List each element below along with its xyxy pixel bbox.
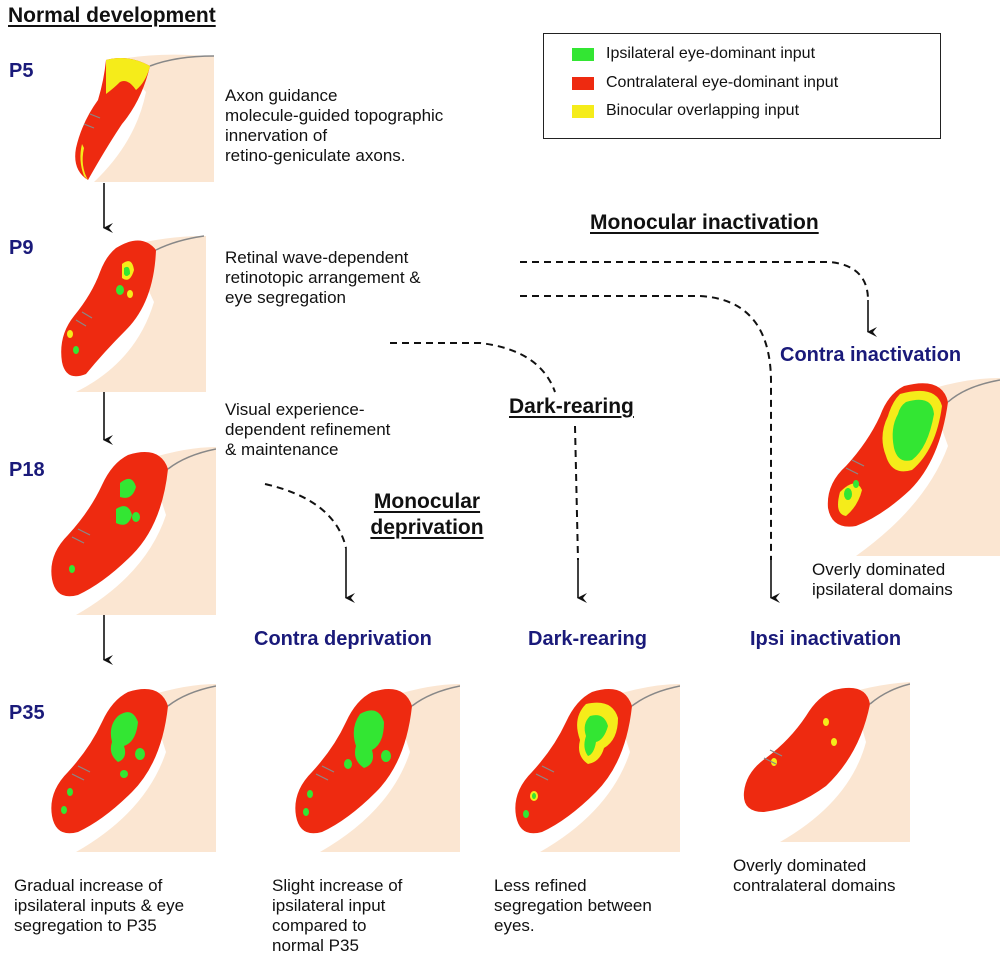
- lgn-ipsi-inactivation: [730, 682, 910, 842]
- heading-monocular-deprivation-line2: deprivation: [370, 516, 484, 539]
- lgn-p18: [36, 445, 216, 615]
- desc-p18-line: dependent refinement: [225, 420, 391, 439]
- caption-line: compared to: [272, 916, 367, 935]
- caption-ipsi-inactivation: Overly dominated contralateral domains: [733, 856, 896, 896]
- age-label-p5: P5: [9, 60, 34, 82]
- heading-monocular-inactivation: Monocular inactivation: [590, 211, 819, 234]
- caption-line: normal P35: [272, 936, 359, 955]
- desc-p5-line: molecule-guided topographic: [225, 106, 444, 125]
- legend-label-contralateral: Contralateral eye-dominant input: [606, 74, 839, 91]
- caption-contra-inactivation: Overly dominated ipsilateral domains: [812, 560, 953, 600]
- age-label-p35: P35: [9, 702, 45, 724]
- legend-label-binocular: Binocular overlapping input: [606, 102, 800, 119]
- legend-swatch-binocular: [572, 104, 594, 118]
- caption-line: segregation between: [494, 896, 652, 915]
- caption-line: ipsilateral domains: [812, 580, 953, 599]
- legend-item-binocular: Binocular overlapping input: [572, 102, 799, 120]
- caption-normal-p35: Gradual increase of ipsilateral inputs &…: [14, 876, 184, 936]
- caption-line: Overly dominated: [733, 856, 867, 875]
- cond-contra-inactivation: Contra inactivation: [780, 344, 962, 366]
- caption-line: ipsilateral input: [272, 896, 386, 915]
- legend-item-ipsilateral: Ipsilateral eye-dominant input: [572, 45, 815, 63]
- desc-p9-line: Retinal wave-dependent: [225, 248, 409, 267]
- lgn-contra-inactivation: [816, 376, 1000, 556]
- legend-swatch-contralateral: [572, 76, 594, 90]
- desc-p5-line: Axon guidance: [225, 86, 338, 105]
- heading-monocular-deprivation-line1: Monocular: [373, 490, 481, 513]
- legend-swatch-ipsilateral: [572, 47, 594, 61]
- cond-ipsi-inactivation: Ipsi inactivation: [750, 628, 902, 650]
- caption-line: ipsilateral inputs & eye: [14, 896, 185, 915]
- caption-line: Less refined: [494, 876, 587, 895]
- caption-line: segregation to P35: [14, 916, 157, 935]
- desc-p18-line: & maintenance: [225, 440, 339, 459]
- desc-p5-line: retino-geniculate axons.: [225, 146, 406, 165]
- lgn-p5: [66, 52, 216, 182]
- legend-label-ipsilateral: Ipsilateral eye-dominant input: [606, 45, 816, 62]
- desc-p5-line: innervation of: [225, 126, 328, 145]
- desc-p18: Visual experience- dependent refinement …: [225, 400, 390, 460]
- cond-contra-deprivation: Contra deprivation: [254, 628, 432, 650]
- desc-p9: Retinal wave-dependent retinotopic arran…: [225, 248, 421, 308]
- cond-dark-rearing: Dark-rearing: [528, 628, 647, 650]
- lgn-p9: [46, 232, 206, 392]
- age-label-p18: P18: [9, 459, 45, 481]
- desc-p5: Axon guidance molecule-guided topographi…: [225, 86, 443, 166]
- caption-line: Slight increase of: [272, 876, 403, 895]
- lgn-p35-normal: [36, 682, 216, 852]
- desc-p18-line: Visual experience-: [225, 400, 365, 419]
- caption-contra-deprivation: Slight increase of ipsilateral input com…: [272, 876, 402, 956]
- legend-item-contralateral: Contralateral eye-dominant input: [572, 74, 838, 92]
- caption-line: eyes.: [494, 916, 535, 935]
- desc-p9-line: eye segregation: [225, 288, 346, 307]
- age-label-p9: P9: [9, 237, 34, 259]
- heading-normal-development: Normal development: [8, 4, 216, 27]
- heading-dark-rearing: Dark-rearing: [509, 395, 634, 418]
- dashed-to-contra-inactivation: [520, 261, 869, 301]
- caption-dark-rearing: Less refined segregation between eyes.: [494, 876, 652, 936]
- caption-line: Overly dominated: [812, 560, 946, 579]
- dashed-to-monocular-deprivation: [264, 483, 347, 549]
- heading-monocular-deprivation: Monocular deprivation: [363, 489, 491, 541]
- dashed-to-ipsi-inactivation: [520, 295, 772, 560]
- caption-line: contralateral domains: [733, 876, 896, 895]
- legend: Ipsilateral eye-dominant input Contralat…: [543, 33, 941, 139]
- lgn-dark-rearing: [500, 682, 680, 852]
- dashed-to-dark-rearing-label: [390, 342, 556, 393]
- lgn-contra-deprivation: [280, 682, 460, 852]
- desc-p9-line: retinotopic arrangement &: [225, 268, 421, 287]
- caption-line: Gradual increase of: [14, 876, 163, 895]
- dashed-dark-rearing-down: [574, 425, 579, 561]
